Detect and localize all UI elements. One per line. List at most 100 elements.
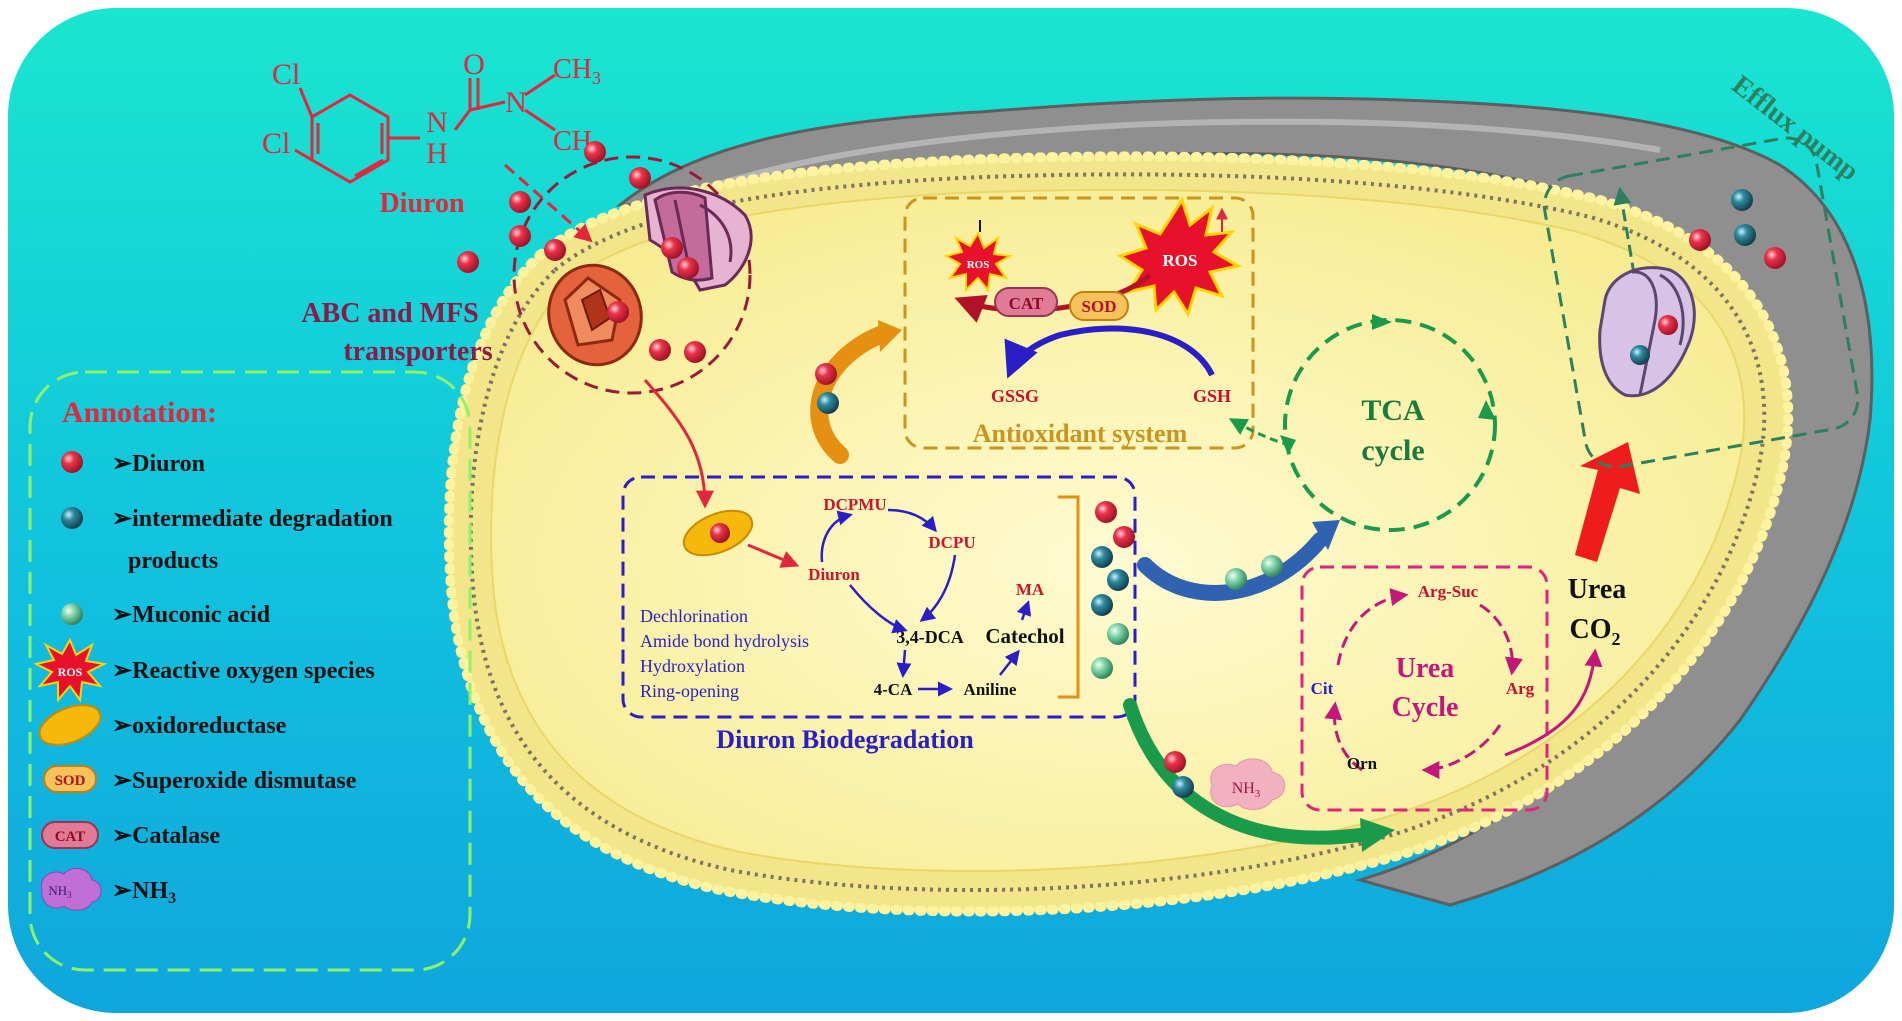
legend-intermediate-icon (61, 507, 83, 529)
biodegradation-title: Diuron Biodegradation (716, 725, 974, 754)
annotation-box (28, 370, 472, 972)
biodeg-pathway-arrows (820, 508, 1032, 697)
biodeg-step-2: Amide bond hydrolysis (640, 631, 809, 651)
biodeg-dca: 3,4-DCA (896, 627, 964, 647)
svg-text:SOD: SOD (1082, 297, 1117, 316)
uptake-label-line1: ABC and MFS (301, 298, 478, 329)
oxidoreductase-enzyme (682, 509, 754, 557)
svg-text:NH3: NH3 (1232, 780, 1261, 800)
ros-conversion-arrow (954, 273, 1152, 323)
urea-cycle-arrows (1324, 588, 1523, 779)
glutathione-arrow (1004, 325, 1215, 379)
urea-cycle-title-1: Urea (1396, 653, 1455, 684)
biodeg-diuron: Diuron (808, 565, 860, 584)
svg-text:ROS: ROS (58, 665, 83, 679)
nh3-source-blue (1172, 776, 1194, 798)
diuron-molecule (294, 73, 556, 184)
export-arrow (1575, 442, 1640, 562)
gsh-label: GSH (1193, 386, 1231, 406)
mfs-transporter (643, 186, 753, 292)
antioxidant-box (903, 196, 1255, 450)
co2-product: CO2 (1570, 614, 1621, 649)
sod-enzyme: SOD (1069, 291, 1129, 321)
svg-text:ROS: ROS (967, 259, 990, 271)
cell-membrane-beads (443, 151, 1794, 917)
urea-cycle-cit: Cit (1311, 679, 1334, 698)
product-molecules (1091, 501, 1135, 679)
biodeg-catechol: Catechol (985, 624, 1064, 648)
enzyme-to-diuron-arrow (747, 543, 800, 568)
tca-arrowhead-right (1478, 400, 1496, 420)
legend-cat-label: ➢Catalase (112, 823, 220, 849)
legend-ros-icon: ROS (33, 637, 108, 703)
svg-text:CAT: CAT (1009, 294, 1044, 313)
uptake-label-line2: transporters (343, 336, 492, 367)
molecule-to-antioxidant-blue (817, 392, 839, 414)
legend-intermediate-label-2: products (128, 548, 218, 574)
legend-oxidoreductase-icon (38, 704, 102, 746)
to-antioxidant-arrow (810, 326, 889, 464)
molecule-nitrogen-left: N (426, 106, 448, 139)
to-antioxidant-arrowhead (878, 320, 902, 352)
molecule-name: Diuron (379, 188, 464, 219)
muconic-to-tca-1 (1225, 568, 1247, 590)
legend-muconic-icon (61, 603, 83, 625)
legend-nh3-icon: NH3 (40, 867, 102, 911)
annotation-title: Annotation: (62, 396, 217, 429)
products-bracket (1058, 495, 1080, 699)
legend-intermediate-label: ➢intermediate degradation (112, 506, 393, 532)
urea-output-arrow (1504, 648, 1603, 757)
antioxidant-title: Antioxidant system (973, 419, 1188, 448)
tca-arrowhead-top (1372, 314, 1392, 330)
nh3-cloud: NH3 (1210, 758, 1286, 810)
efflux-transporter (1598, 266, 1696, 398)
tca-cycle-circle (1283, 318, 1497, 532)
svg-text:CAT: CAT (55, 829, 86, 845)
ros-small-icon: ROS (943, 230, 1014, 293)
annotation-panel: Annotation: ➢Diuron ➢intermediate degrad… (28, 370, 472, 972)
tca-label-line2: cycle (1361, 434, 1424, 467)
legend-muconic-label: ➢Muconic acid (112, 602, 271, 628)
biodegradation-box (621, 475, 1137, 719)
to-urea-arrow (1123, 698, 1367, 845)
nh3-source-red (1164, 751, 1186, 773)
diuron-molecules-outside (457, 141, 706, 363)
cat-enzyme: CAT (994, 287, 1058, 317)
urea-cycle-orn: Orn (1347, 754, 1378, 773)
molecule-nitrogen-right: N (505, 86, 527, 119)
molecule-to-antioxidant-red (815, 363, 837, 385)
biodeg-step-4: Ring-opening (640, 681, 739, 701)
tca-label-line1: TCA (1361, 394, 1425, 427)
to-urea-arrowhead (1360, 818, 1395, 852)
molecule-hydrogen: H (426, 137, 448, 170)
urea-cycle-title-2: Cycle (1392, 692, 1459, 723)
biodeg-dcpu: DCPU (928, 533, 975, 552)
gssg-label: GSSG (991, 386, 1039, 406)
molecule-oxygen: O (463, 48, 485, 81)
legend-diuron-icon (61, 451, 83, 473)
legend-nh3-label: ➢NH3 (112, 878, 176, 907)
transporter-zone (512, 155, 752, 395)
biodeg-step-3: Hydroxylation (640, 656, 745, 676)
legend-cat-icon: CAT (41, 821, 99, 849)
entry-arrow (643, 379, 714, 509)
legend-oxidoreductase-label: ➢oxidoreductase (112, 713, 287, 739)
molecule-cl-top: Cl (272, 58, 300, 91)
biodeg-step-1: Dechlorination (640, 606, 748, 626)
biodeg-dcpmu: DCPMU (823, 495, 886, 514)
urea-cycle-box (1300, 565, 1549, 812)
molecule-ch3-top: CH3 (553, 54, 601, 88)
muconic-to-tca-2 (1261, 555, 1283, 577)
to-tca-arrow (1137, 532, 1328, 601)
biodeg-aniline: Aniline (964, 680, 1017, 699)
svg-text:NH3: NH3 (48, 883, 72, 900)
biodeg-ma: MA (1016, 580, 1045, 599)
efflux-box (1542, 136, 1860, 469)
legend-sod-icon: SOD (43, 765, 97, 793)
legend-ros-label: ➢Reactive oxygen species (112, 658, 375, 684)
cell-wall-highlight (699, 118, 1661, 193)
legend-diuron-label: ➢Diuron (112, 451, 205, 477)
tca-to-antioxidant-arrow (1228, 418, 1291, 447)
molecule-cl-bottom: Cl (262, 127, 290, 160)
